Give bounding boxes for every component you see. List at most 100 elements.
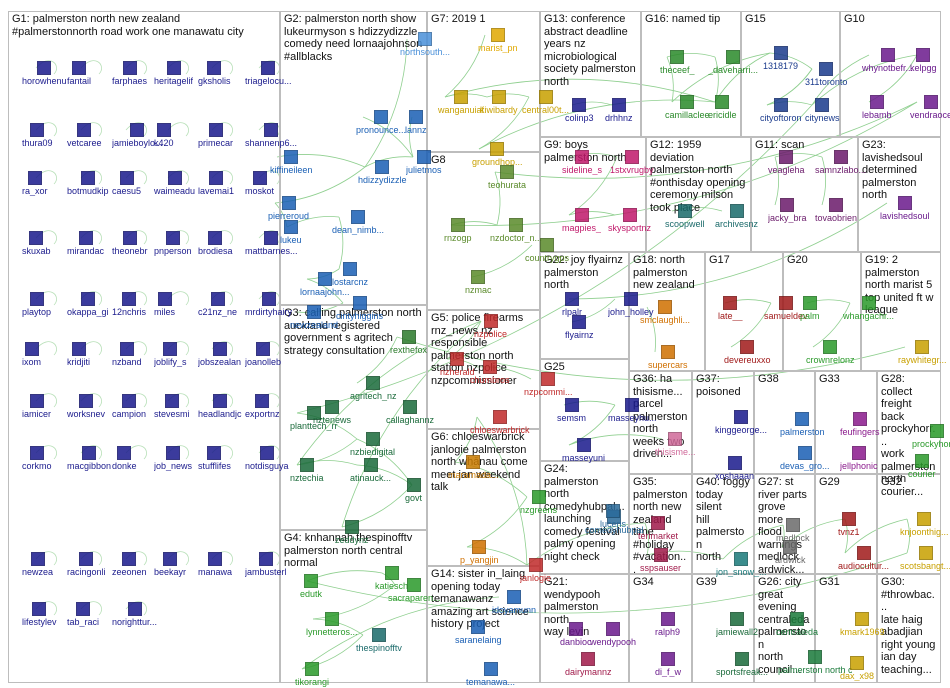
vertex[interactable]: okappa_gi — [67, 292, 109, 317]
vertex[interactable]: donke — [112, 446, 137, 471]
vertex[interactable]: vetcaree — [67, 123, 102, 148]
vertex[interactable]: camillaclee — [665, 95, 710, 120]
vertex[interactable]: zeddynz — [335, 520, 369, 545]
vertex[interactable]: stufflifes — [198, 446, 231, 471]
vertex[interactable]: palm — [800, 296, 820, 321]
vertex[interactable]: kmark1969 — [840, 612, 885, 637]
vertex[interactable]: saranelaing — [455, 620, 502, 645]
vertex[interactable]: c21nz_ne — [198, 292, 237, 317]
vertex[interactable]: hdizzydizzle — [358, 160, 407, 185]
vertex[interactable]: citynews — [805, 98, 840, 123]
vertex[interactable]: brodiesa — [198, 231, 233, 256]
vertex[interactable]: lynnetteros... — [306, 612, 358, 637]
vertex[interactable]: newzea — [22, 552, 53, 577]
vertex[interactable]: playtop — [22, 292, 51, 317]
vertex[interactable]: jon_snow_... — [716, 552, 767, 577]
vertex[interactable]: ixom — [22, 342, 41, 367]
vertex[interactable]: worksnev — [67, 394, 105, 419]
vertex[interactable]: mattbarnes... — [245, 231, 298, 256]
vertex[interactable]: corkmo — [22, 446, 52, 471]
vertex[interactable]: govt — [405, 478, 422, 503]
vertex[interactable]: feufingers — [840, 412, 880, 437]
vertex[interactable]: primecar — [198, 123, 233, 148]
vertex[interactable]: k420 — [154, 123, 174, 148]
vertex[interactable]: nzgreens — [520, 490, 557, 515]
vertex[interactable]: iamicer — [22, 394, 51, 419]
vertex[interactable]: callaghannz — [386, 400, 434, 425]
vertex[interactable]: palmerston — [780, 412, 825, 437]
vertex[interactable]: thespinofftv — [356, 628, 402, 653]
vertex[interactable]: stevesmi — [154, 394, 190, 419]
vertex[interactable]: pronounce... — [356, 110, 406, 135]
vertex[interactable]: 1318179 — [763, 46, 798, 71]
vertex[interactable]: dean_nimb... — [332, 210, 384, 235]
vertex[interactable]: skuxab — [22, 231, 51, 256]
vertex[interactable]: jobszealan — [198, 342, 241, 367]
vertex[interactable]: nzherald — [440, 352, 475, 377]
vertex[interactable]: tikorangi — [295, 662, 329, 687]
vertex[interactable]: botmudkip — [67, 171, 109, 196]
vertex[interactable]: palmerston north council — [778, 650, 852, 675]
vertex[interactable]: knjoonthig... — [900, 512, 949, 537]
vertex[interactable]: exportnz — [245, 394, 280, 419]
vertex[interactable]: northsouth... — [400, 32, 450, 57]
vertex[interactable]: cityoftoron — [760, 98, 802, 123]
vertex[interactable]: lornaajohn... — [300, 272, 350, 297]
vertex[interactable]: lavemai1 — [198, 171, 234, 196]
vertex[interactable]: cintyhiggins — [336, 296, 383, 321]
vertex[interactable]: vendraoce — [910, 95, 950, 120]
vertex[interactable]: joanolleb — [245, 342, 281, 367]
vertex[interactable]: pierreroud — [268, 196, 309, 221]
vertex[interactable]: nzband — [112, 342, 142, 367]
vertex[interactable]: tvnz1 — [838, 512, 860, 537]
vertex[interactable]: kridjiti — [67, 342, 90, 367]
vertex[interactable]: crownrelonz — [806, 340, 855, 365]
vertex[interactable]: masseyhu... — [608, 398, 657, 423]
vertex[interactable]: mirandac — [67, 231, 104, 256]
vertex[interactable]: terimarket — [638, 516, 678, 541]
vertex[interactable]: lannz — [405, 110, 427, 135]
vertex[interactable]: jamiewall2 — [716, 612, 758, 637]
vertex[interactable]: 1stxvrugby — [610, 150, 654, 175]
vertex[interactable]: thisisme... — [655, 432, 696, 457]
vertex[interactable]: edutk — [300, 574, 322, 599]
vertex[interactable]: sspsauser — [640, 548, 681, 573]
vertex[interactable]: nztechia — [290, 458, 324, 483]
vertex[interactable]: tab_raci — [67, 602, 99, 627]
vertex[interactable]: thura09 — [22, 123, 53, 148]
vertex[interactable]: nzpcommi... — [524, 372, 573, 397]
vertex[interactable]: lavishedsoul — [880, 196, 930, 221]
vertex[interactable]: p_yangjin — [460, 540, 499, 565]
vertex[interactable]: magpies_ — [562, 208, 601, 233]
vertex[interactable]: scotsbangt... — [900, 546, 950, 571]
vertex[interactable]: rlpalr — [562, 292, 582, 317]
vertex[interactable]: zeeonen — [112, 552, 147, 577]
vertex[interactable]: veagleha — [768, 150, 805, 175]
vertex[interactable]: nztenews — [313, 400, 351, 425]
vertex[interactable]: john_holley — [608, 292, 654, 317]
vertex[interactable]: danbioc — [560, 622, 592, 647]
vertex[interactable]: devereuxxo — [724, 340, 771, 365]
vertex[interactable]: lifestylev — [22, 602, 57, 627]
vertex[interactable]: flyairnz — [565, 315, 594, 340]
vertex[interactable]: semsm — [557, 398, 586, 423]
vertex[interactable]: norighttur... — [112, 602, 157, 627]
vertex[interactable]: pnperson — [154, 231, 192, 256]
vertex[interactable]: marist_pn — [478, 28, 518, 53]
vertex[interactable]: samnzlabo... — [815, 150, 866, 175]
vertex[interactable]: julietmos — [406, 150, 442, 175]
vertex[interactable]: xoshaaan — [715, 456, 754, 481]
vertex[interactable]: courier — [908, 454, 936, 479]
vertex[interactable]: kiffineileen — [270, 150, 312, 175]
vertex[interactable]: manawa — [198, 552, 232, 577]
vertex[interactable]: raywhitegr... — [898, 340, 947, 365]
vertex[interactable]: drhhnz — [605, 98, 633, 123]
vertex[interactable]: samueldev — [764, 296, 808, 321]
vertex[interactable]: whynotbefr... — [862, 48, 913, 73]
vertex[interactable]: medlock — [776, 518, 810, 543]
vertex[interactable]: waimeadu — [154, 171, 195, 196]
vertex[interactable]: beekayr — [154, 552, 186, 577]
vertex[interactable]: lukeu — [280, 220, 302, 245]
vertex[interactable]: dairymannz — [565, 652, 612, 677]
vertex[interactable]: sideline_s — [562, 150, 602, 175]
